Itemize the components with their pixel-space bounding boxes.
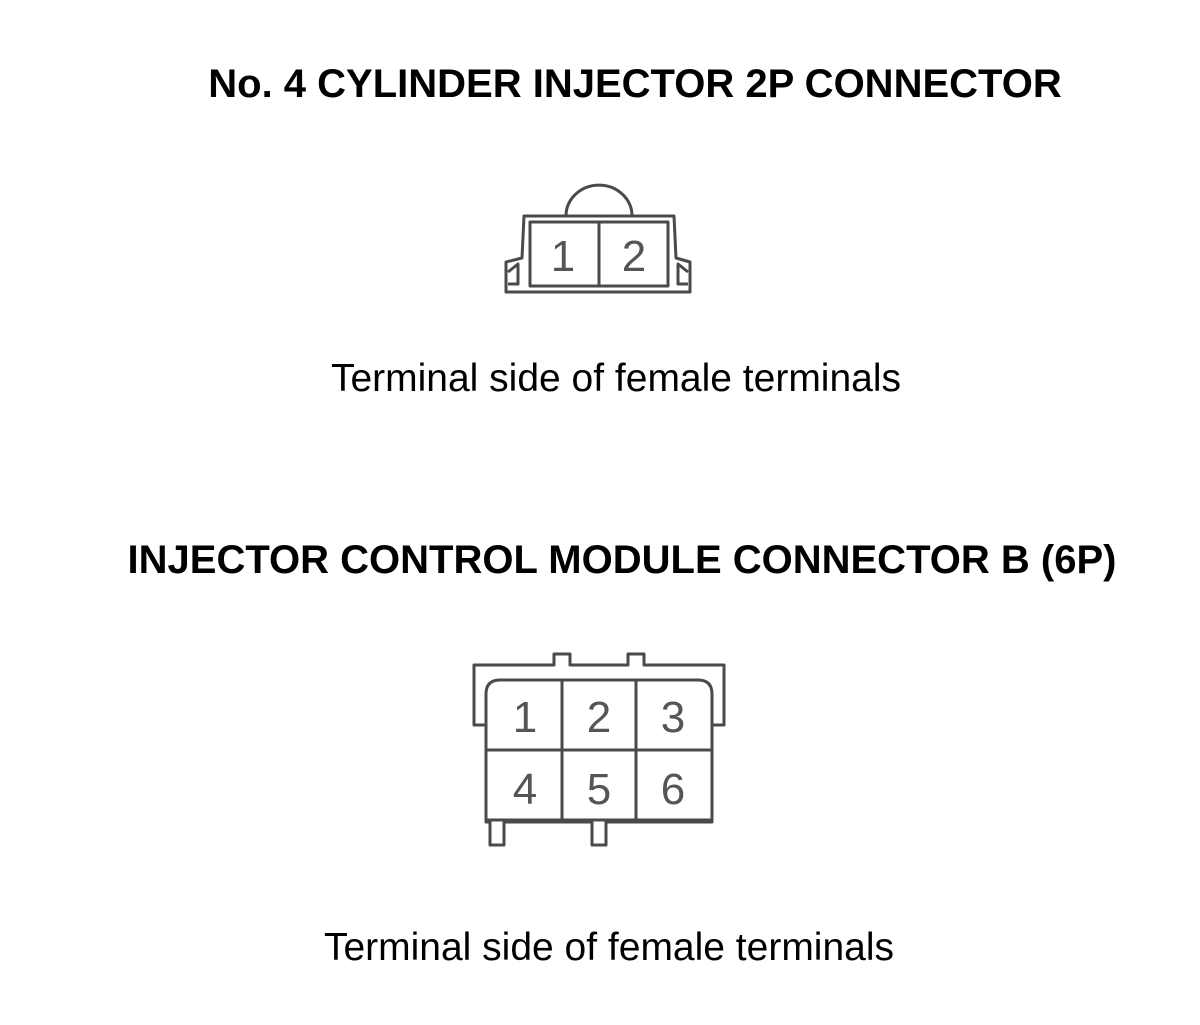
pin-label: 5 (587, 765, 611, 814)
pin-label: 2 (587, 693, 611, 742)
pin-label: 6 (661, 765, 685, 814)
connector-2p-diagram: 1 2 (504, 183, 692, 294)
pin-label: 2 (622, 232, 646, 281)
connector-2p-caption: Terminal side of female terminals (330, 357, 902, 400)
connector-6p-diagram: 1 2 3 4 5 6 (472, 652, 726, 847)
pin-label: 1 (513, 693, 537, 742)
connector-6p-caption: Terminal side of female terminals (323, 926, 895, 969)
connector-6p-title: INJECTOR CONTROL MODULE CONNECTOR B (6P) (127, 538, 1117, 582)
pin-label: 4 (513, 765, 537, 814)
pin-label: 3 (661, 693, 685, 742)
pin-label: 1 (551, 232, 575, 281)
connector-2p-title: No. 4 CYLINDER INJECTOR 2P CONNECTOR (208, 62, 1062, 106)
